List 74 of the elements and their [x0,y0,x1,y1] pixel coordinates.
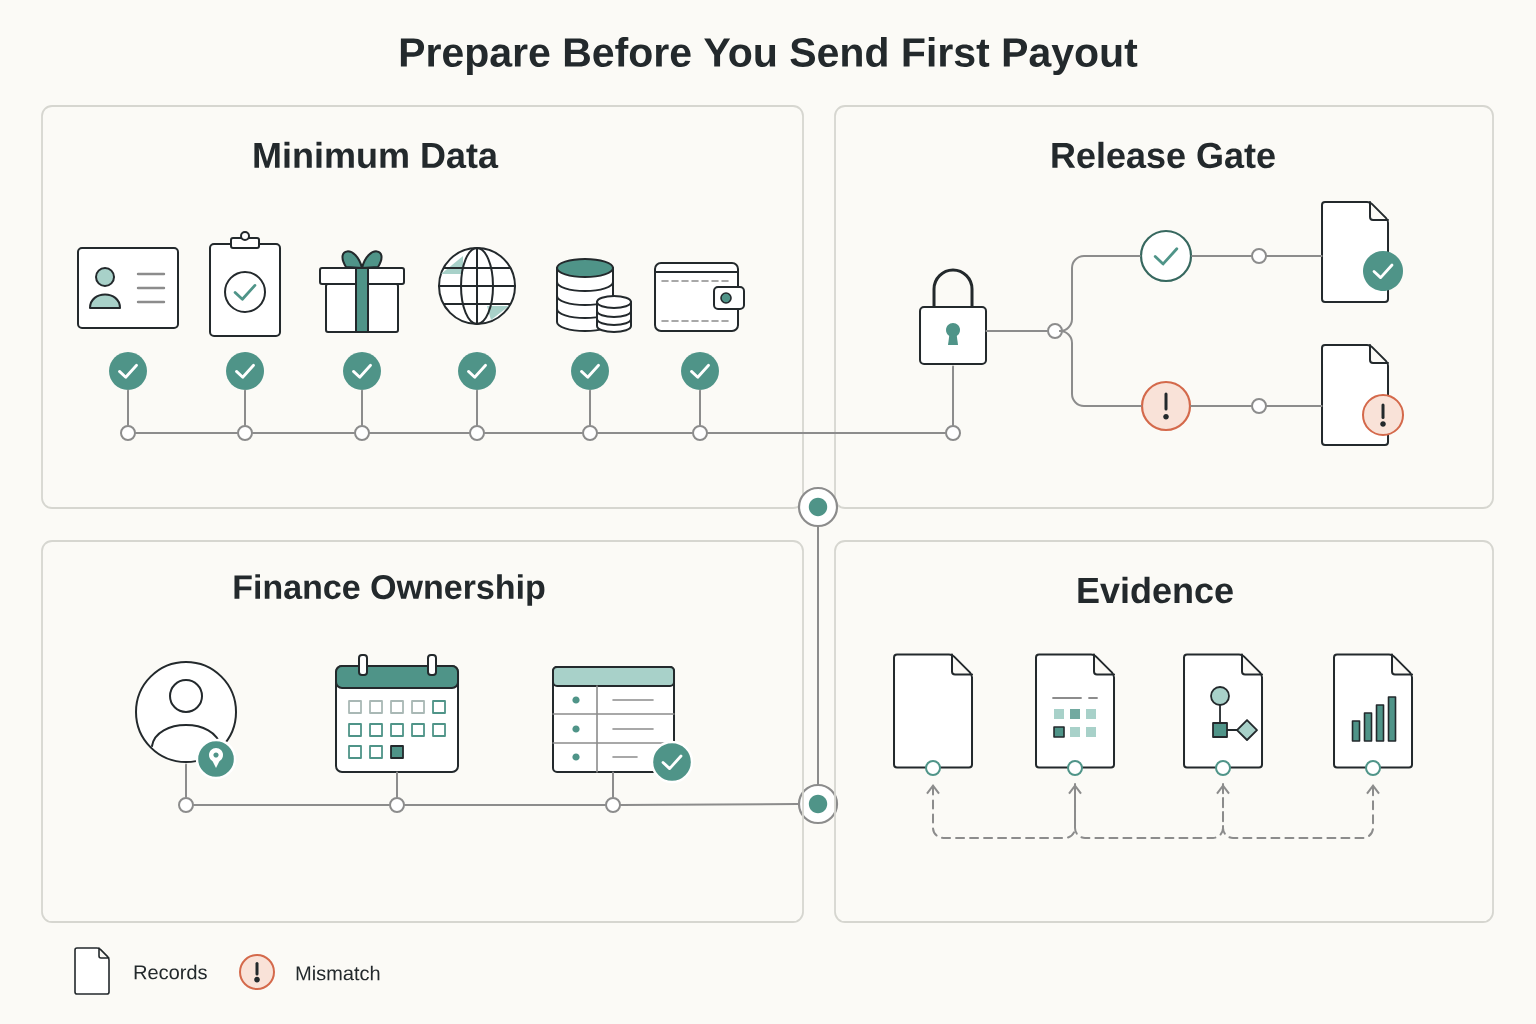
connector-line [1266,405,1323,407]
clipboard-icon [209,231,281,337]
connector-line [620,803,799,806]
bar-chart-document-icon [1333,653,1413,776]
check-badge [571,352,609,390]
check-badge [226,352,264,390]
connector-line [1191,255,1252,257]
connector-line [193,804,390,806]
padlock-icon [919,268,987,365]
connector-dot [692,425,708,441]
check-circle [1139,229,1193,283]
connector-dot [945,425,961,441]
connector-line [707,432,946,434]
connector-line [135,432,238,434]
connector-dot [1251,398,1267,414]
legend-label: Mismatch [296,965,380,981]
arrow [1222,782,1380,839]
title: Prepare Before You Send First Payout [400,36,1138,76]
connector-dot [1251,248,1267,264]
connector-line [396,771,398,798]
connector-line [612,771,614,798]
table-icon [552,666,694,784]
connector-line [244,389,246,426]
flowchart-document-icon [1183,653,1263,776]
arrow [926,783,1082,839]
coin-stack-icon [556,258,632,333]
connector-dot [120,425,136,441]
gift-icon [319,250,405,333]
connector-line [476,389,478,426]
check-badge [681,352,719,390]
panel-heading: Minimum Data [254,141,499,169]
document-icon [1321,201,1403,303]
connector-dot [389,797,405,813]
panel-heading: Release Gate [1052,141,1275,169]
connector-line [699,389,701,426]
connector-line [361,389,363,426]
connector-line [1059,330,1142,407]
connector-line [985,330,1048,332]
connector-dot [354,425,370,441]
globe-icon [438,247,516,325]
connector-dot [469,425,485,441]
id-card-icon [77,247,179,329]
connector-dot [178,797,194,813]
connector-line [597,432,693,434]
calendar-icon [335,654,459,773]
hub-dot [797,783,839,825]
panel-heading: Evidence [1078,576,1233,604]
document-icon [893,653,973,776]
legend-label: Records [134,964,207,980]
document-icon [1321,344,1404,446]
check-badge [458,352,496,390]
hub-dot [797,486,839,528]
connector-line [952,365,954,426]
alert-badge [1140,380,1192,432]
connector-line [1190,405,1252,407]
connector-line [127,389,129,426]
connector-dot [605,797,621,813]
connector-line [369,432,470,434]
connector-line [817,526,819,785]
connector-line [252,432,355,434]
connector-line [589,389,591,426]
person-icon [135,661,237,780]
connector-line [1266,255,1323,257]
connector-line [484,432,583,434]
grid-document-icon [1035,653,1115,776]
connector-line [185,763,187,798]
check-badge [109,352,147,390]
connector-line [404,804,606,806]
check-badge [343,352,381,390]
connector-dot [582,425,598,441]
arrow [1074,782,1230,839]
wallet-icon [654,262,745,332]
panel-heading: Finance Ownership [234,574,545,606]
connector-dot [237,425,253,441]
